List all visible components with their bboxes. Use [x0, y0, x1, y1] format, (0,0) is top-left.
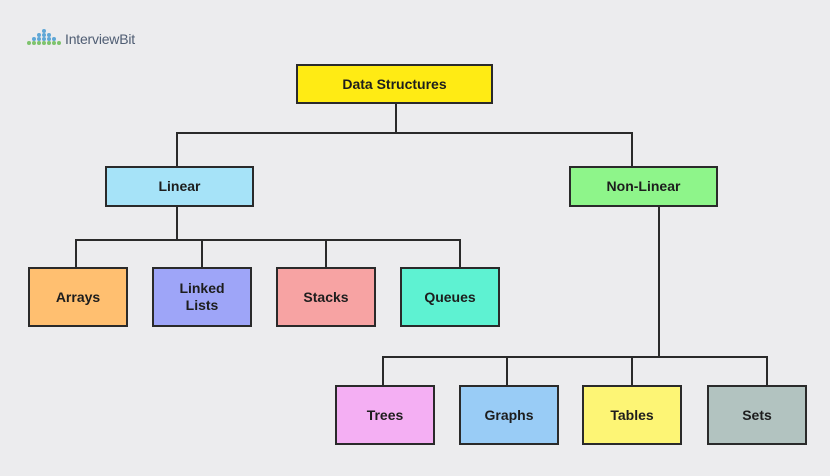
logo-icon	[27, 28, 61, 51]
node-non-linear: Non-Linear	[569, 166, 718, 207]
node-tables: Tables	[582, 385, 682, 445]
node-arrays: Arrays	[28, 267, 128, 327]
node-queues: Queues	[400, 267, 500, 327]
node-stacks: Stacks	[276, 267, 376, 327]
logo-text: InterviewBit	[65, 31, 135, 47]
node-sets: Sets	[707, 385, 807, 445]
node-linked-lists: Linked Lists	[152, 267, 252, 327]
node-linear: Linear	[105, 166, 254, 207]
node-graphs: Graphs	[459, 385, 559, 445]
interviewbit-logo: InterviewBit	[27, 28, 135, 50]
node-trees: Trees	[335, 385, 435, 445]
node-data-structures: Data Structures	[296, 64, 493, 104]
